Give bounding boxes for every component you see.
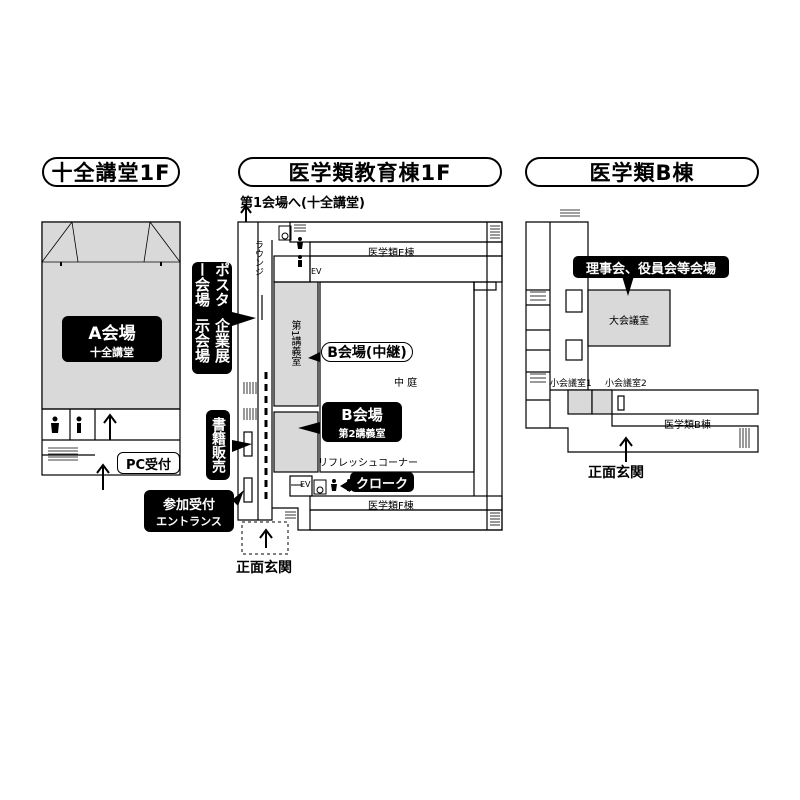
- big-hall-label: 大会議室: [609, 316, 649, 327]
- entrance-label: エントランス: [156, 514, 222, 528]
- venue-b-title: B会場: [341, 406, 383, 424]
- refresh-label: リフレッシュコーナー: [318, 458, 418, 469]
- arrow-up-icon: [619, 436, 633, 462]
- right-front-entrance: 正面玄関: [588, 465, 644, 481]
- header-center: 医学類教育棟1F: [238, 157, 502, 187]
- cloak-callout: クローク: [350, 472, 414, 492]
- header-right: 医学類B棟: [525, 157, 759, 187]
- header-right-label: 医学類B棟: [589, 161, 695, 185]
- venue-a-callout: A会場 十全講堂: [62, 316, 162, 362]
- books-label: 書籍販売: [210, 417, 226, 473]
- ev1-label: EV: [311, 267, 322, 276]
- poster-label: ポスター会場: [193, 262, 231, 307]
- header-left-label: 十全講堂1F: [51, 161, 171, 185]
- toilet-icon: [51, 416, 82, 433]
- small-room2-label: 小会議室2: [605, 379, 647, 389]
- exhibit-label: 企業展示会場: [193, 318, 231, 363]
- venue-a-title: A会場: [88, 323, 136, 344]
- entrance-zone: [241, 521, 289, 555]
- bldg-f-label: 医学類F棟: [368, 501, 414, 512]
- header-center-label: 医学類教育棟1F: [288, 161, 452, 185]
- center-building-plan: [237, 221, 503, 531]
- courtyard-label: 中 庭: [394, 378, 418, 389]
- arrow-up-icon: [96, 413, 117, 490]
- pc-reception-label: PC受付: [117, 452, 180, 474]
- board-meeting-label: 理事会、役員会等会場: [585, 261, 716, 277]
- center-front-entrance: 正面玄関: [236, 560, 292, 576]
- cloak-label: クローク: [355, 476, 408, 492]
- stairs-icon: [530, 209, 750, 448]
- stairs-icon: [243, 224, 500, 526]
- wheelchair-icon: [278, 225, 327, 495]
- right-building-plan: [525, 221, 759, 453]
- venue-a-sub: 十全講堂: [90, 345, 134, 359]
- venue-b-callout: B会場 第2講義室: [322, 402, 402, 442]
- lecture1-label: 第1講義室: [289, 320, 300, 367]
- reception-label: 参加受付: [162, 497, 215, 513]
- books-callout: 書籍販売: [206, 410, 230, 480]
- relay-label: B会場(中継): [321, 342, 413, 362]
- bldg-e-label: 医学類E棟: [368, 248, 415, 259]
- arrow-up-icon: [240, 204, 303, 548]
- poster-exhibit-callout: ポスター会場 企業展示会場: [192, 262, 232, 374]
- header-left: 十全講堂1F: [42, 157, 180, 187]
- bldg-b-label: 医学類B棟: [664, 420, 711, 431]
- lounge-label: ラウンジ: [253, 240, 263, 276]
- reception-callout: 参加受付 エントランス: [144, 490, 234, 532]
- to-hall1-label: 第1会場へ(十全講堂): [240, 196, 365, 211]
- stairs-icon: [48, 447, 78, 461]
- callout-pointer-icon: [622, 276, 634, 296]
- callout-pointer-icon: [232, 312, 350, 506]
- ev2-label: EV: [300, 480, 311, 489]
- small-room1-label: 小会議室1: [550, 379, 592, 389]
- board-meeting-callout: 理事会、役員会等会場: [573, 256, 729, 278]
- venue-b-sub: 第2講義室: [338, 429, 386, 440]
